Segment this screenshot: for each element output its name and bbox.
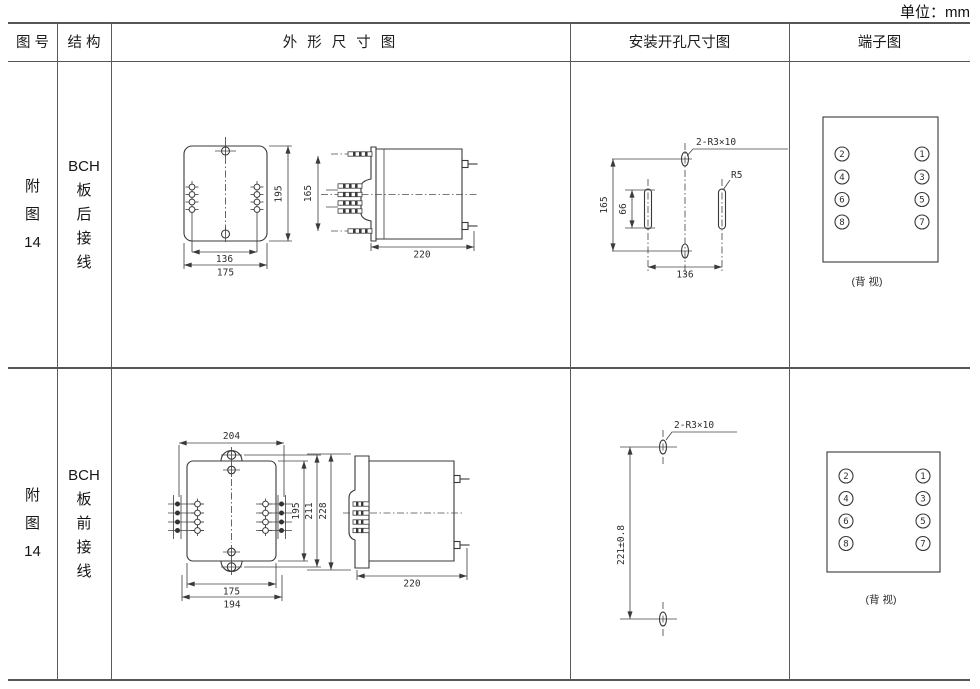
- svg-text:228: 228: [318, 502, 329, 519]
- dim-height-inner: 195: [278, 460, 308, 562]
- row1-structure-model: BCH: [68, 157, 100, 175]
- row2-outline-drawing: 204 195 211 228 175: [168, 431, 470, 611]
- row1-outline-drawing: 195 136 175: [183, 137, 479, 279]
- svg-text:175: 175: [217, 268, 234, 279]
- col-divider-3: [570, 22, 572, 680]
- dim-front-height: 195: [269, 145, 292, 242]
- terminal-right-column: 1 3 5 7: [915, 468, 931, 552]
- hole-callout: 2-R3×10: [686, 137, 788, 157]
- svg-text:2-R3×10: 2-R3×10: [696, 137, 736, 148]
- row1-terminal-diagram: 2 4 6 8 1 3 5 7 (背 视): [822, 116, 939, 288]
- dim-install-height: 221±0.8: [616, 447, 633, 619]
- svg-text:6: 6: [839, 196, 844, 206]
- header-structure: 结 构: [67, 35, 101, 51]
- svg-text:195: 195: [274, 185, 285, 202]
- row-divider: [8, 367, 970, 369]
- svg-text:204: 204: [223, 431, 240, 442]
- svg-text:2-R3×10: 2-R3×10: [674, 420, 714, 431]
- col-divider-4: [789, 22, 791, 680]
- hole-callout: 2-R3×10: [665, 420, 737, 441]
- terminal-left-column: 2 4 6 8: [838, 468, 854, 552]
- row2-structure-model: BCH: [68, 467, 100, 484]
- row2-front-view: 204 195 211 228 175: [168, 431, 351, 611]
- svg-text:5: 5: [919, 196, 924, 206]
- dim-side-height: 165: [303, 156, 321, 231]
- svg-text:2: 2: [843, 472, 848, 482]
- row1-install-drawing: 165 66 2-R3×10 R5 136: [599, 137, 788, 281]
- unit-label: 单位：mm: [900, 4, 970, 21]
- dim-depth: 220: [370, 231, 475, 261]
- dim-inner-width: 175: [186, 563, 277, 598]
- header-terminal: 端子图: [857, 35, 902, 51]
- svg-text:8: 8: [839, 218, 844, 228]
- row1-fig-num: 14: [24, 233, 41, 251]
- svg-text:165: 165: [599, 196, 610, 213]
- svg-text:1: 1: [920, 472, 925, 482]
- row2-fig-char2: 图: [24, 515, 40, 532]
- svg-text:4: 4: [843, 495, 848, 505]
- slot-radius-callout: R5: [722, 170, 742, 191]
- row2-fig-num: 14: [24, 543, 41, 560]
- svg-text:195: 195: [291, 502, 302, 519]
- dim-top-width: 204: [178, 431, 285, 497]
- svg-text:136: 136: [676, 270, 693, 281]
- dim-install-height: 165: [599, 159, 616, 251]
- svg-text:220: 220: [403, 579, 420, 590]
- svg-text:66: 66: [618, 203, 629, 215]
- svg-text:221±0.8: 221±0.8: [616, 525, 627, 565]
- row2-install-drawing: 221±0.8 2-R3×10: [616, 420, 737, 636]
- dim-front-width: 175: [183, 243, 268, 279]
- svg-text:5: 5: [920, 517, 925, 527]
- row1-front-view: 195 136 175: [183, 137, 292, 279]
- svg-text:1: 1: [919, 150, 924, 160]
- dim-install-width: 136: [648, 264, 722, 281]
- row1-fig-char2: 图: [24, 205, 40, 223]
- dim-height-outer: 228: [307, 453, 351, 571]
- row1-fig-no: 附 图 14: [8, 61, 57, 367]
- row1-fig-char1: 附: [24, 177, 40, 195]
- dim-depth: 220: [356, 548, 468, 590]
- row2-terminal-diagram: 2 4 6 8 1 3 5 7 (背 视): [826, 451, 941, 606]
- svg-text:3: 3: [920, 495, 925, 505]
- svg-text:3: 3: [919, 173, 924, 183]
- svg-text:220: 220: [413, 250, 430, 261]
- dim-slot-height: 66: [618, 190, 635, 228]
- header-install: 安装开孔尺寸图: [628, 35, 731, 51]
- svg-text:4: 4: [839, 173, 844, 183]
- row2-side-view: 220: [343, 455, 470, 590]
- svg-text:6: 6: [843, 517, 848, 527]
- svg-text:R5: R5: [731, 170, 742, 181]
- svg-text:2: 2: [839, 150, 844, 160]
- header-outline: 外 形 尺 寸 图: [282, 35, 399, 51]
- svg-text:8: 8: [843, 540, 848, 550]
- svg-text:7: 7: [920, 540, 925, 550]
- col-divider-2: [111, 22, 113, 680]
- svg-text:165: 165: [303, 185, 314, 202]
- view-label: (背 视): [852, 275, 883, 288]
- table-border-top: [8, 22, 970, 24]
- svg-text:194: 194: [223, 600, 240, 611]
- row1-side-view: 165 220: [303, 146, 479, 261]
- table-border-bottom: [8, 679, 970, 681]
- header-divider: [8, 61, 970, 63]
- dim-hole-span: 136: [192, 249, 257, 265]
- svg-text:7: 7: [919, 218, 924, 228]
- svg-text:175: 175: [223, 587, 240, 598]
- row2-structure: BCH 板 前 接 线: [68, 467, 100, 580]
- header-fig-no: 图 号: [15, 35, 50, 51]
- view-label: (背 视): [866, 593, 897, 606]
- terminal-left-column: 2 4 6 8: [834, 146, 850, 230]
- svg-text:136: 136: [216, 254, 233, 265]
- row2-fig-char1: 附: [24, 487, 40, 504]
- dim-front-width: 194: [181, 575, 283, 611]
- terminal-right-column: 1 3 5 7: [914, 146, 930, 230]
- svg-text:211: 211: [304, 502, 315, 519]
- row2-fig-no: 附 图 14: [8, 367, 57, 680]
- col-divider-1: [57, 22, 59, 680]
- row1-structure: BCH 板 后 接 线: [68, 157, 100, 271]
- dim-height-mid: 211: [244, 454, 321, 568]
